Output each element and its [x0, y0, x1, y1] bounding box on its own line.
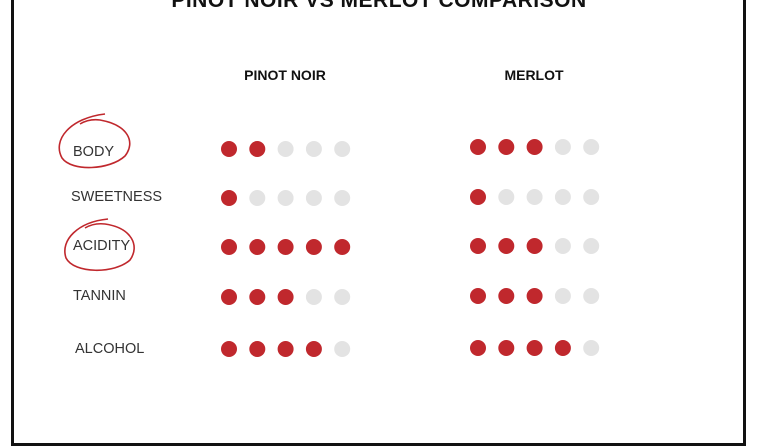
- rating-dot-empty: [583, 288, 600, 304]
- rating-dot-empty: [305, 190, 322, 206]
- rating-dot-filled: [470, 139, 486, 155]
- rating-dot-empty: [334, 141, 351, 157]
- rating-dot-filled: [221, 239, 237, 255]
- rating-dot-empty: [554, 288, 571, 304]
- rating-dot-filled: [498, 340, 515, 356]
- rating-dot-filled: [221, 190, 237, 206]
- rating-dot-filled: [221, 289, 237, 305]
- rating-dot-filled: [221, 341, 237, 357]
- rating-dot-filled: [277, 239, 294, 255]
- rating-dot-filled: [249, 141, 266, 157]
- row-label-tannin: TANNIN: [73, 288, 126, 304]
- column-header-merlot: MERLOT: [504, 67, 564, 83]
- rating-dot-empty: [583, 238, 600, 254]
- row-label-alcohol: ALCOHOL: [75, 341, 145, 357]
- row-label-acidity: ACIDITY: [73, 238, 131, 254]
- rating-dot-filled: [277, 289, 294, 305]
- rating-dot-empty: [583, 340, 600, 356]
- rating-dot-empty: [498, 189, 515, 205]
- rating-dot-empty: [554, 238, 571, 254]
- rating-dot-empty: [526, 189, 543, 205]
- rating-dot-filled: [249, 289, 266, 305]
- rating-dot-empty: [554, 189, 571, 205]
- column-header-pinot-noir: PINOT NOIR: [244, 67, 326, 83]
- rating-dot-filled: [470, 238, 486, 254]
- rating-dot-filled: [526, 238, 543, 254]
- rating-dot-empty: [334, 341, 351, 357]
- rating-dot-empty: [305, 289, 322, 305]
- highlight-circle-body: [58, 113, 131, 169]
- rating-dot-filled: [249, 239, 266, 255]
- row-label-sweetness: SWEETNESS: [71, 189, 163, 205]
- rating-dot-filled: [277, 341, 294, 357]
- rating-dot-filled: [498, 288, 515, 304]
- rating-dot-filled: [470, 288, 486, 304]
- rating-dot-filled: [249, 341, 266, 357]
- rating-dot-empty: [583, 139, 600, 155]
- rating-dot-filled: [470, 189, 486, 205]
- chart-title: PINOT NOIR VS MERLOT COMPARISON: [171, 0, 587, 12]
- rating-dot-filled: [305, 341, 322, 357]
- rating-dot-filled: [526, 288, 543, 304]
- rating-dot-empty: [249, 190, 266, 206]
- rating-dot-empty: [583, 189, 600, 205]
- rating-dot-filled: [221, 141, 237, 157]
- rating-dot-filled: [305, 239, 322, 255]
- rating-dot-empty: [305, 141, 322, 157]
- rating-dot-empty: [334, 190, 351, 206]
- rating-dot-filled: [498, 238, 515, 254]
- rating-dot-filled: [526, 139, 543, 155]
- rating-dot-empty: [334, 289, 351, 305]
- row-label-body: BODY: [73, 144, 115, 160]
- dot-rating-grid: [58, 113, 600, 357]
- rating-dot-filled: [470, 340, 486, 356]
- rating-dot-filled: [554, 340, 571, 356]
- rating-dot-empty: [277, 190, 294, 206]
- rating-dot-filled: [334, 239, 351, 255]
- rating-dot-filled: [498, 139, 515, 155]
- rating-dot-empty: [277, 141, 294, 157]
- rating-dot-filled: [526, 340, 543, 356]
- highlight-circle-acidity: [64, 218, 135, 271]
- rating-dot-empty: [554, 139, 571, 155]
